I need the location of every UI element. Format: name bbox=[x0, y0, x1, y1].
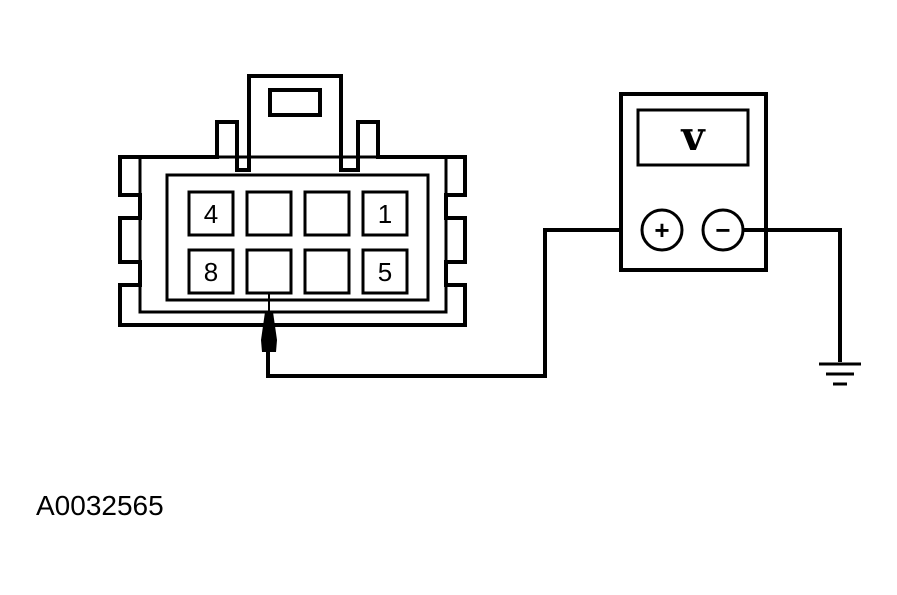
pin-label-4: 4 bbox=[204, 199, 218, 229]
figure-id: A0032565 bbox=[36, 490, 164, 521]
connector-latch-window bbox=[268, 88, 322, 117]
negative-terminal-symbol: − bbox=[715, 215, 730, 245]
test-probe bbox=[261, 293, 277, 352]
pin-cavity-4 bbox=[187, 190, 235, 237]
pin-cavity-6 bbox=[303, 248, 351, 295]
pin-cavity-8 bbox=[187, 248, 235, 295]
ground-icon bbox=[819, 362, 861, 386]
pin-label-5: 5 bbox=[378, 257, 392, 287]
pin-cavity-1 bbox=[361, 190, 409, 237]
pin-cavity-5 bbox=[361, 248, 409, 295]
positive-terminal bbox=[640, 208, 684, 252]
voltmeter-display-symbol: v bbox=[680, 113, 706, 160]
negative-test-lead bbox=[743, 228, 842, 362]
pin-label-8: 8 bbox=[204, 257, 218, 287]
positive-test-lead bbox=[266, 228, 642, 378]
pin-cavity-3 bbox=[245, 190, 293, 237]
voltmeter-display bbox=[636, 108, 750, 167]
connector-inner-body bbox=[138, 155, 448, 314]
connector-cavity-frame bbox=[165, 173, 430, 302]
pin-label-1: 1 bbox=[378, 199, 392, 229]
pin-cavity-2 bbox=[303, 190, 351, 237]
positive-terminal-symbol: + bbox=[654, 215, 669, 245]
